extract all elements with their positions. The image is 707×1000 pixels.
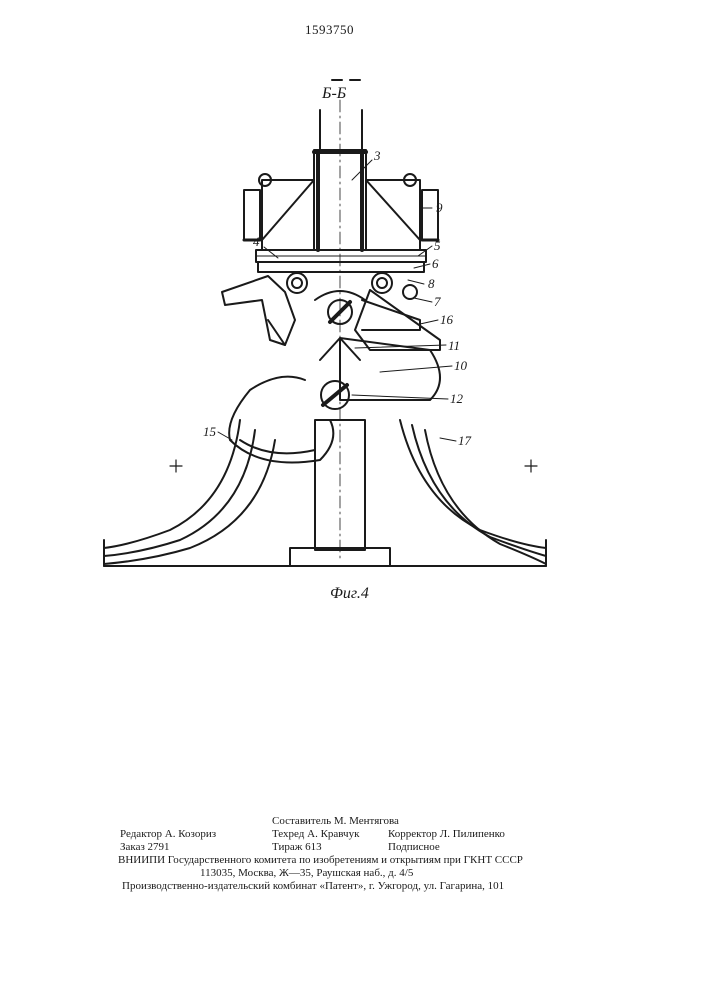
callout-12: 12 <box>450 391 464 406</box>
callout-15: 15 <box>203 424 217 439</box>
imprint-institute: ВНИИПИ Государственного комитета по изоб… <box>118 854 523 867</box>
imprint-techred: Техред А. Кравчук <box>272 828 359 841</box>
imprint-corrector: Корректор Л. Пилипенко <box>388 828 505 841</box>
right-support-17 <box>400 420 546 564</box>
callout-6: 6 <box>432 256 439 271</box>
callout-5: 5 <box>434 238 441 253</box>
base-plate <box>256 250 426 272</box>
upper-frame <box>244 174 438 250</box>
callout-4: 4 <box>253 234 260 249</box>
callout-8: 8 <box>428 276 435 291</box>
left-jaw <box>222 276 295 345</box>
left-support-15 <box>104 420 275 564</box>
callout-7: 7 <box>434 294 441 309</box>
figure-caption: Фиг.4 <box>330 585 369 603</box>
pedestal <box>104 420 546 566</box>
callout-3: 3 <box>373 148 381 163</box>
callout-17: 17 <box>458 433 472 448</box>
callout-11: 11 <box>448 338 460 353</box>
callout-9: 9 <box>436 200 443 215</box>
callout-10: 10 <box>454 358 468 373</box>
registration-crosses <box>170 460 537 472</box>
callout-16: 16 <box>440 312 454 327</box>
rollers <box>287 273 417 299</box>
imprint-subscription: Подписное <box>388 841 440 854</box>
imprint-publisher: Производственно-издательский комбинат «П… <box>122 880 504 893</box>
imprint-order: Заказ 2791 <box>120 841 170 854</box>
imprint-compiler: Составитель М. Ментягова <box>272 815 399 828</box>
imprint-editor: Редактор А. Козориз <box>120 828 216 841</box>
imprint-circulation: Тираж 613 <box>272 841 322 854</box>
hook-body <box>229 338 440 463</box>
column-part-3 <box>314 100 366 560</box>
imprint-address: 113035, Москва, Ж—35, Раушская наб., д. … <box>200 867 413 880</box>
